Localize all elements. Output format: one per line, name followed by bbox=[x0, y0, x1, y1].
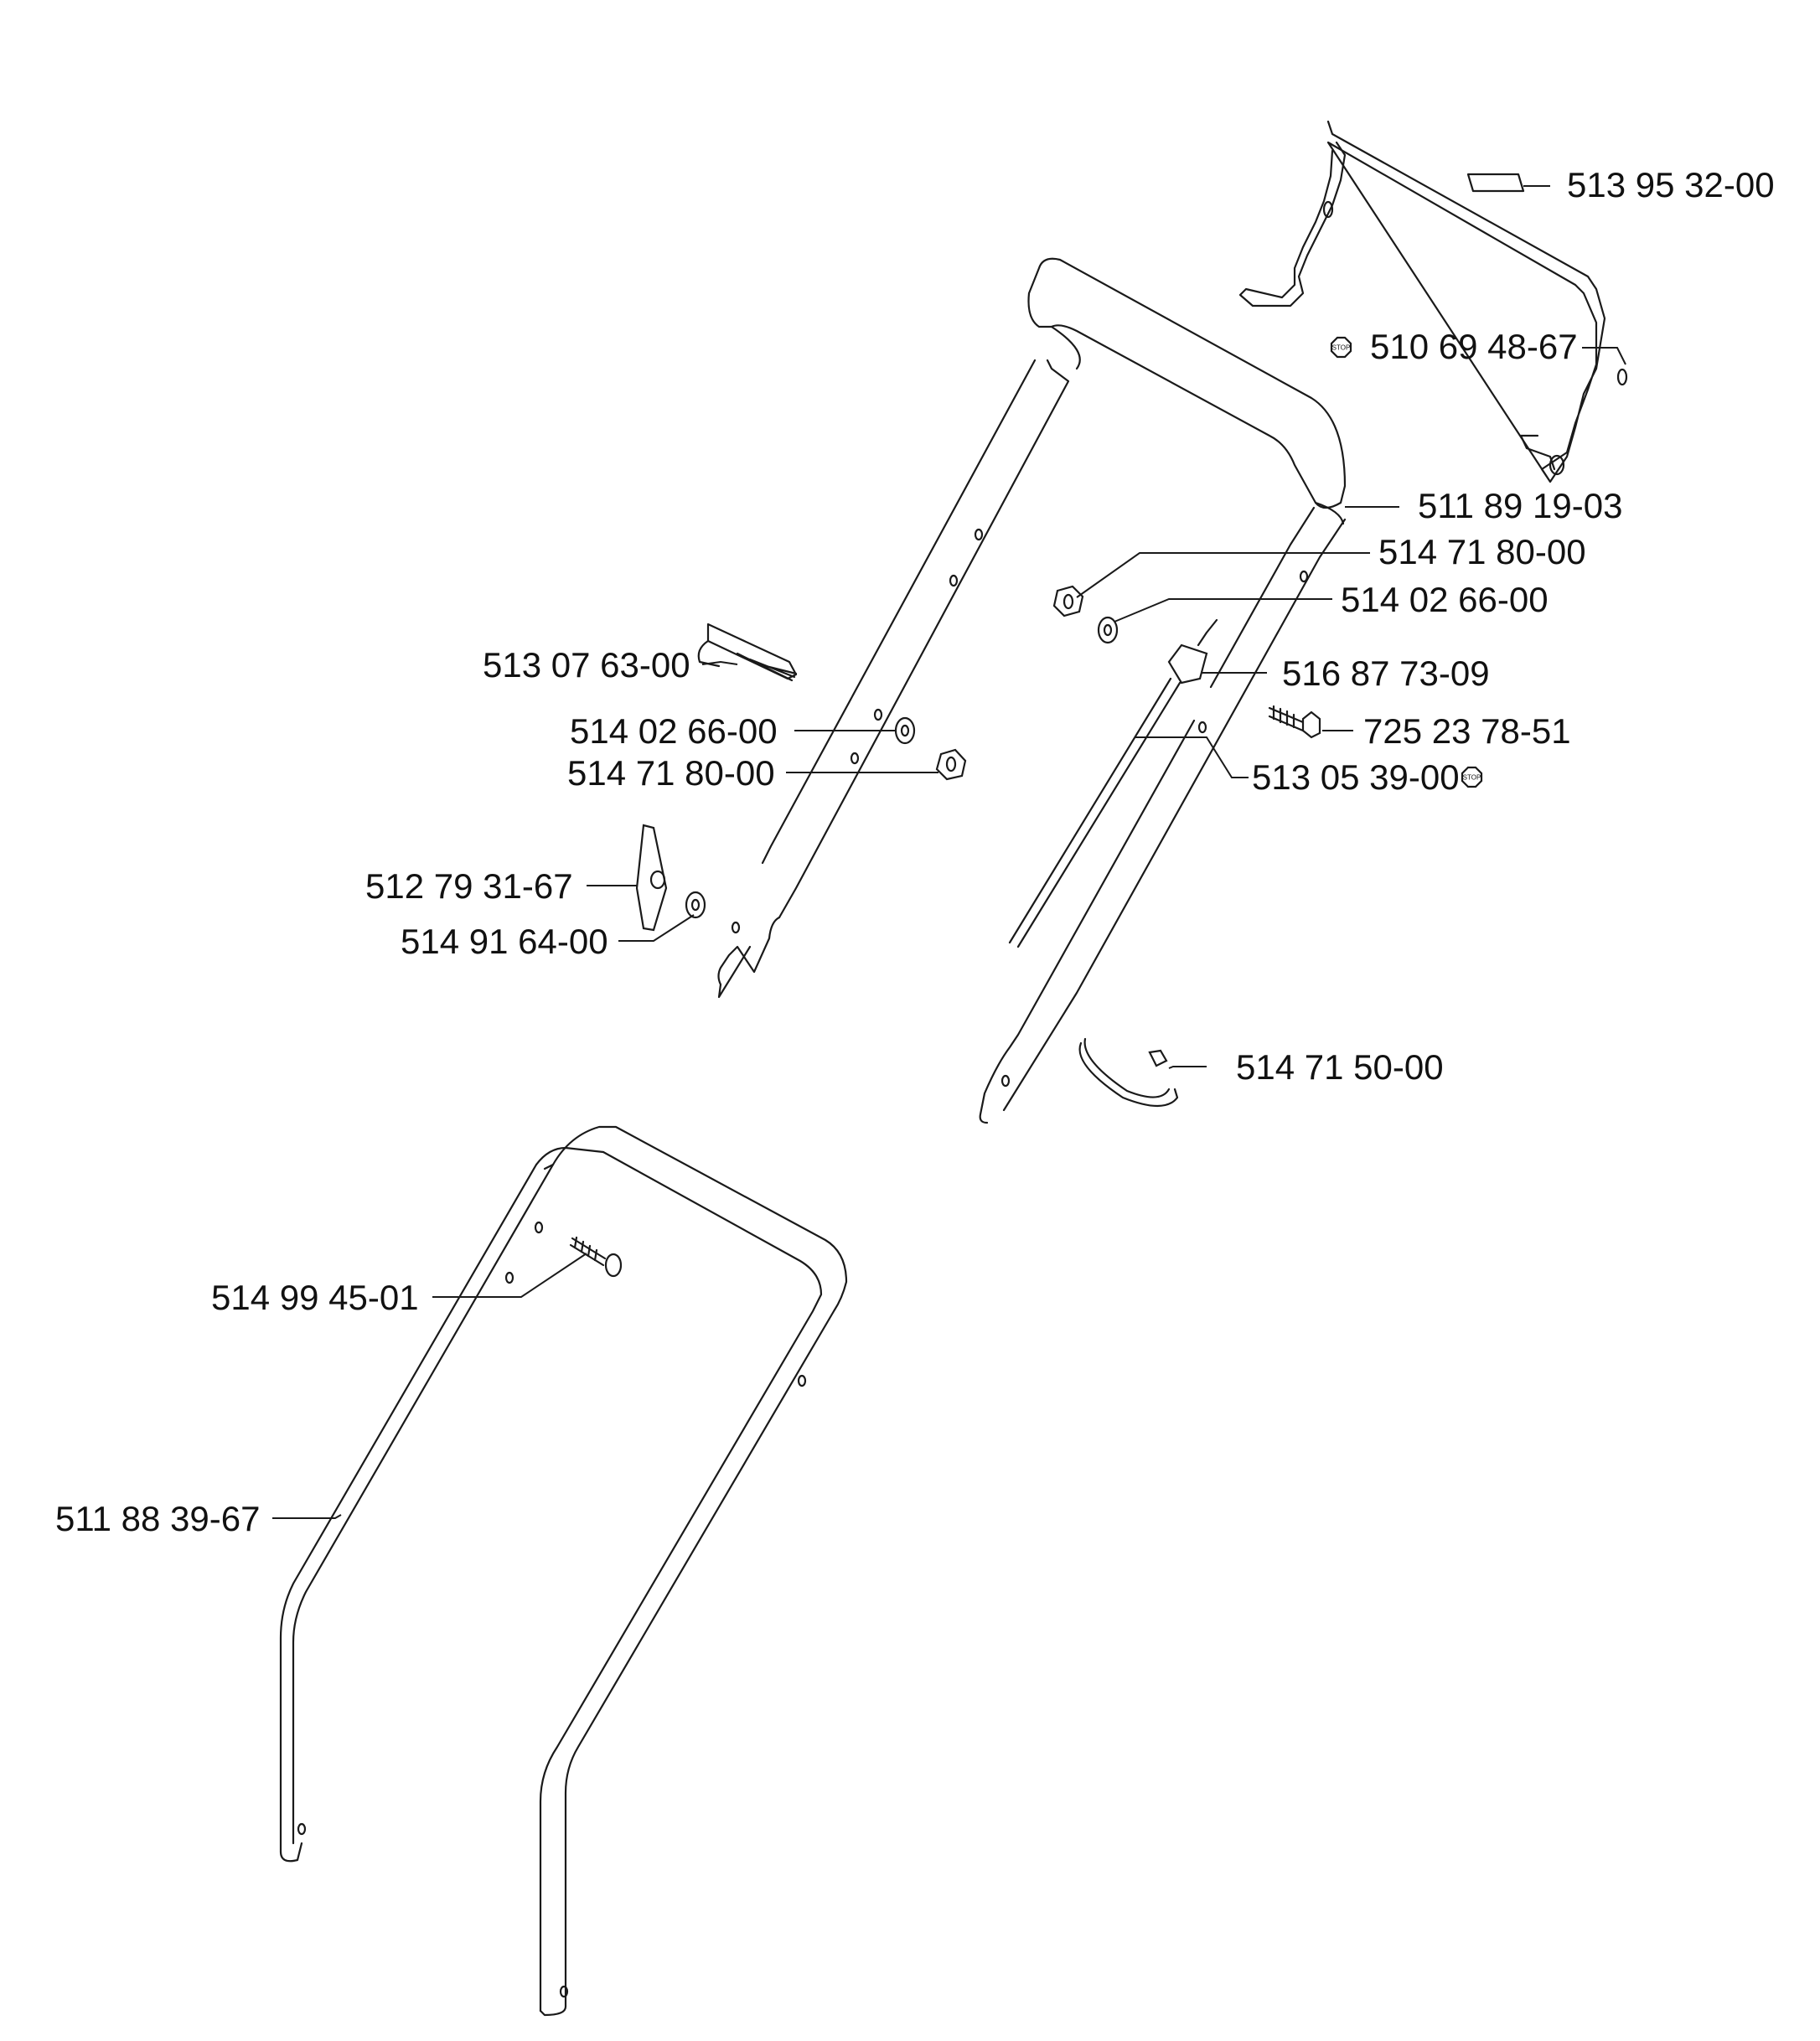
nut bbox=[1052, 585, 1084, 617]
washer bbox=[1097, 616, 1119, 644]
part-label-514-02-66-00: 514 02 66-00 bbox=[1341, 580, 1549, 619]
part-label-513-05-39-00: 513 05 39-00 bbox=[1252, 757, 1460, 797]
part-label-514-71-80-00: 514 71 80-00 bbox=[1378, 532, 1586, 571]
nut bbox=[935, 748, 967, 781]
part-label-514-02-66-00: 514 02 66-00 bbox=[570, 711, 778, 751]
carriage-screw bbox=[569, 1236, 623, 1278]
part-label-510-69-48-67: 510 69 48-67 bbox=[1370, 327, 1578, 366]
cable-clamp bbox=[1167, 643, 1208, 685]
part-label-513-95-32-00: 513 95 32-00 bbox=[1567, 165, 1775, 204]
part-label-513-07-63-00: 513 07 63-00 bbox=[483, 645, 690, 685]
leader-lines bbox=[272, 185, 1626, 1519]
svg-text:STOP: STOP bbox=[1332, 344, 1351, 352]
control-bail bbox=[1238, 120, 1628, 483]
part-label-512-79-31-67: 512 79 31-67 bbox=[365, 866, 573, 906]
decal-part bbox=[1466, 173, 1525, 193]
handle-knob bbox=[635, 824, 668, 932]
hex-bolt bbox=[1268, 705, 1321, 739]
cable-tie bbox=[1078, 1037, 1179, 1107]
washer bbox=[685, 891, 706, 919]
part-label-516-87-73-09: 516 87 73-09 bbox=[1282, 654, 1490, 693]
washer bbox=[894, 716, 916, 745]
svg-text:STOP: STOP bbox=[1463, 774, 1481, 782]
part-label-514-99-45-01: 514 99 45-01 bbox=[211, 1278, 419, 1317]
stop-symbol-icon: STOP bbox=[1461, 766, 1483, 788]
part-label-514-71-80-00: 514 71 80-00 bbox=[567, 753, 775, 793]
part-label-514-91-64-00: 514 91 64-00 bbox=[401, 922, 608, 961]
lower-handle bbox=[279, 1125, 848, 2017]
part-label-725-23-78-51: 725 23 78-51 bbox=[1363, 711, 1571, 751]
part-label-514-71-50-00: 514 71 50-00 bbox=[1236, 1047, 1444, 1087]
stop-symbol-icon: STOP bbox=[1330, 336, 1352, 359]
upper-handle bbox=[717, 257, 1347, 1124]
part-label-511-88-39-67: 511 88 39-67 bbox=[55, 1499, 260, 1538]
part-label-511-89-19-03: 511 89 19-03 bbox=[1418, 486, 1622, 525]
stud-bolt bbox=[697, 623, 798, 682]
